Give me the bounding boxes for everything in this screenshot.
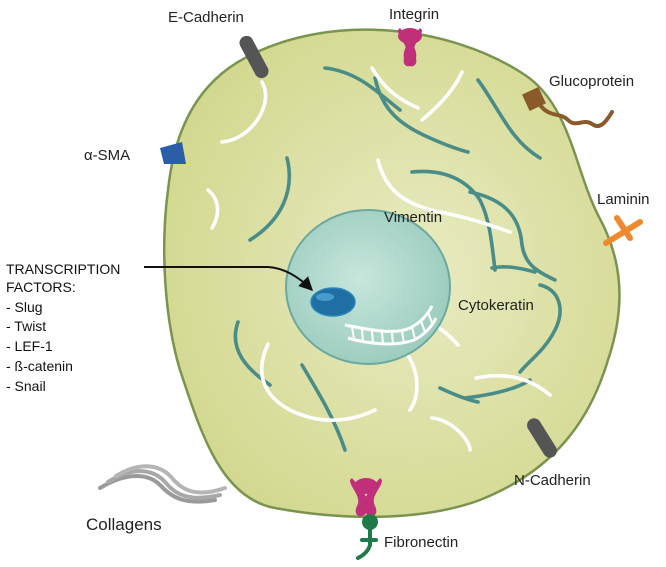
tf-title-line1: TRANSCRIPTION [6,261,120,277]
label-e-cadherin: E-Cadherin [168,9,244,26]
transcription-factors-list: TRANSCRIPTION FACTORS: - Slug - Twist - … [6,261,120,394]
label-glucoprotein: Glucoprotein [549,73,634,90]
nucleolus-highlight [316,293,334,301]
dna-icon [344,305,438,346]
label-laminin: Laminin [597,191,650,208]
label-collagens: Collagens [86,515,162,534]
nucleus [285,209,451,365]
collagen-icon [98,464,227,504]
n-cadherin-icon [527,418,557,458]
cytokeratin-filaments [233,66,562,452]
label-fibronectin: Fibronectin [384,534,458,551]
glucoprotein-icon [522,87,614,129]
label-vimentin: Vimentin [384,209,442,226]
e-cadherin-icon [239,35,269,79]
nucleolus [310,287,356,317]
laminin-icon [603,215,643,246]
tf-item-twist: - Twist [6,318,46,334]
tf-item-beta-catenin: - ß-catenin [6,358,73,374]
tf-item-lef1: - LEF-1 [6,338,53,354]
tf-item-slug: - Slug [6,299,43,315]
label-integrin: Integrin [389,6,439,23]
transcription-arrow [144,266,313,291]
alpha-sma-icon [160,142,186,164]
tf-item-snail: - Snail [6,378,46,394]
fibronectin-icon [356,514,378,560]
label-cytokeratin: Cytokeratin [458,297,534,314]
integrin-icon [398,28,422,67]
label-n-cadherin: N-Cadherin [514,472,591,489]
tf-title-line2: FACTORS: [6,279,76,295]
label-alpha-sma: α-SMA [84,147,130,164]
bottom-integrin-icon [350,478,382,517]
